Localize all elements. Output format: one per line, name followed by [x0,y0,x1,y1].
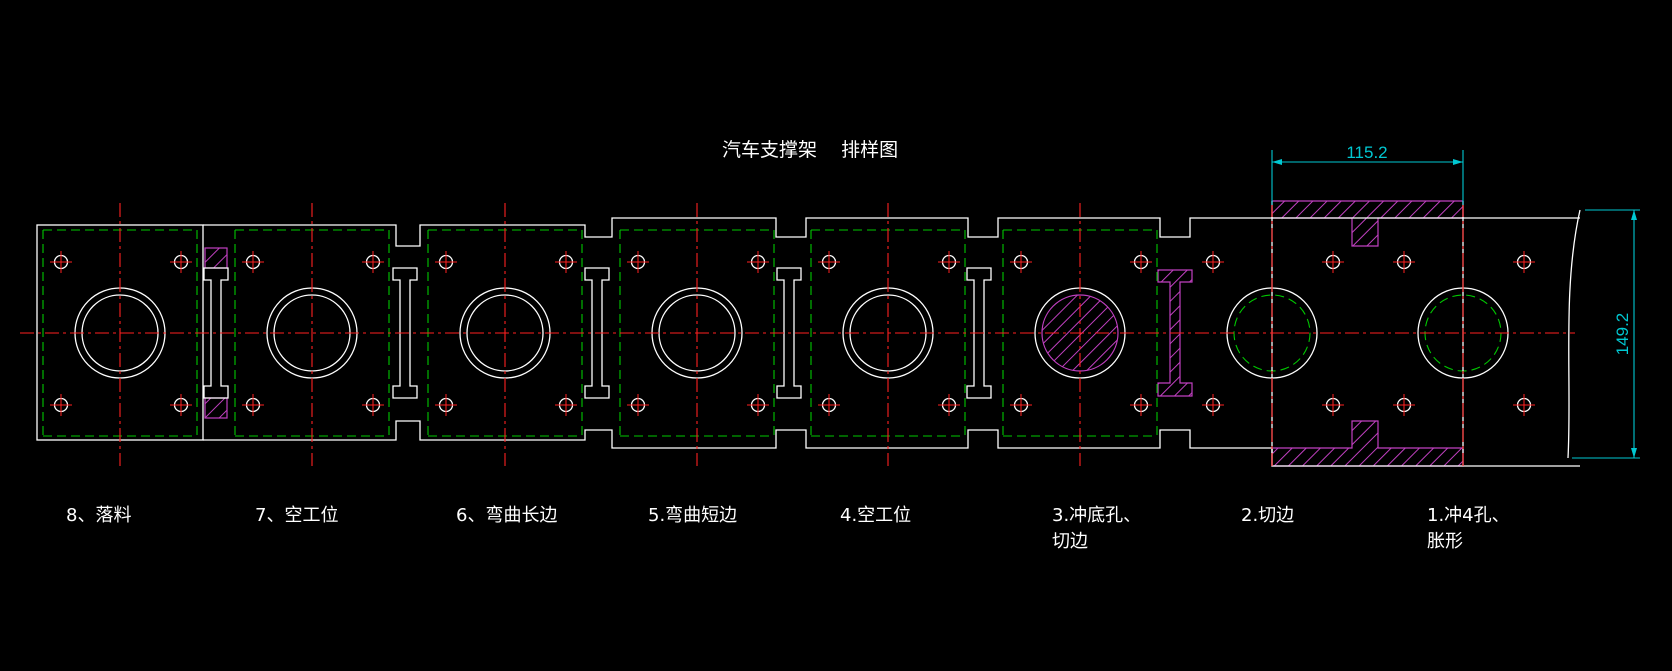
carrier-web [776,267,802,399]
strip-break-line [1567,209,1581,459]
station-label: 胀形 [1427,531,1463,552]
edge-cut-top [1271,200,1464,247]
station-label: 2.切边 [1241,505,1295,526]
drawing-title: 汽车支撑架 排样图 [722,139,899,161]
dimensions: 115.2 149.2 [1271,143,1640,459]
dimension-arrow [1631,210,1637,220]
scrap-top [204,247,228,269]
strip-top-edge [229,217,1272,247]
dimension-arrow [1631,448,1637,458]
station-label: 3.冲底孔、 [1052,505,1142,526]
station-label: 7、空工位 [255,505,339,526]
carrier-web [392,267,418,399]
station-label: 6、弯曲长边 [456,505,558,526]
cut-regions [204,200,1464,467]
dimension-arrow [1453,159,1463,165]
scrap-bottom [204,397,228,419]
station-label: 8、落料 [66,505,132,526]
width-dimension-text: 149.2 [1613,313,1632,356]
station-label: 切边 [1052,531,1088,552]
carrier-web [584,267,610,399]
station-label: 5.弯曲短边 [648,505,738,526]
centerlines [20,203,1575,466]
carrier-web [966,267,992,399]
dimension-arrow [1272,159,1282,165]
station-label: 1.冲4孔、 [1427,505,1510,526]
carrier-web [203,267,229,399]
edge-cut-bottom [1271,420,1464,467]
pitch-dimension-text: 115.2 [1346,143,1387,162]
strip-bottom-edge [229,420,1272,449]
station-label: 4.空工位 [840,505,912,526]
